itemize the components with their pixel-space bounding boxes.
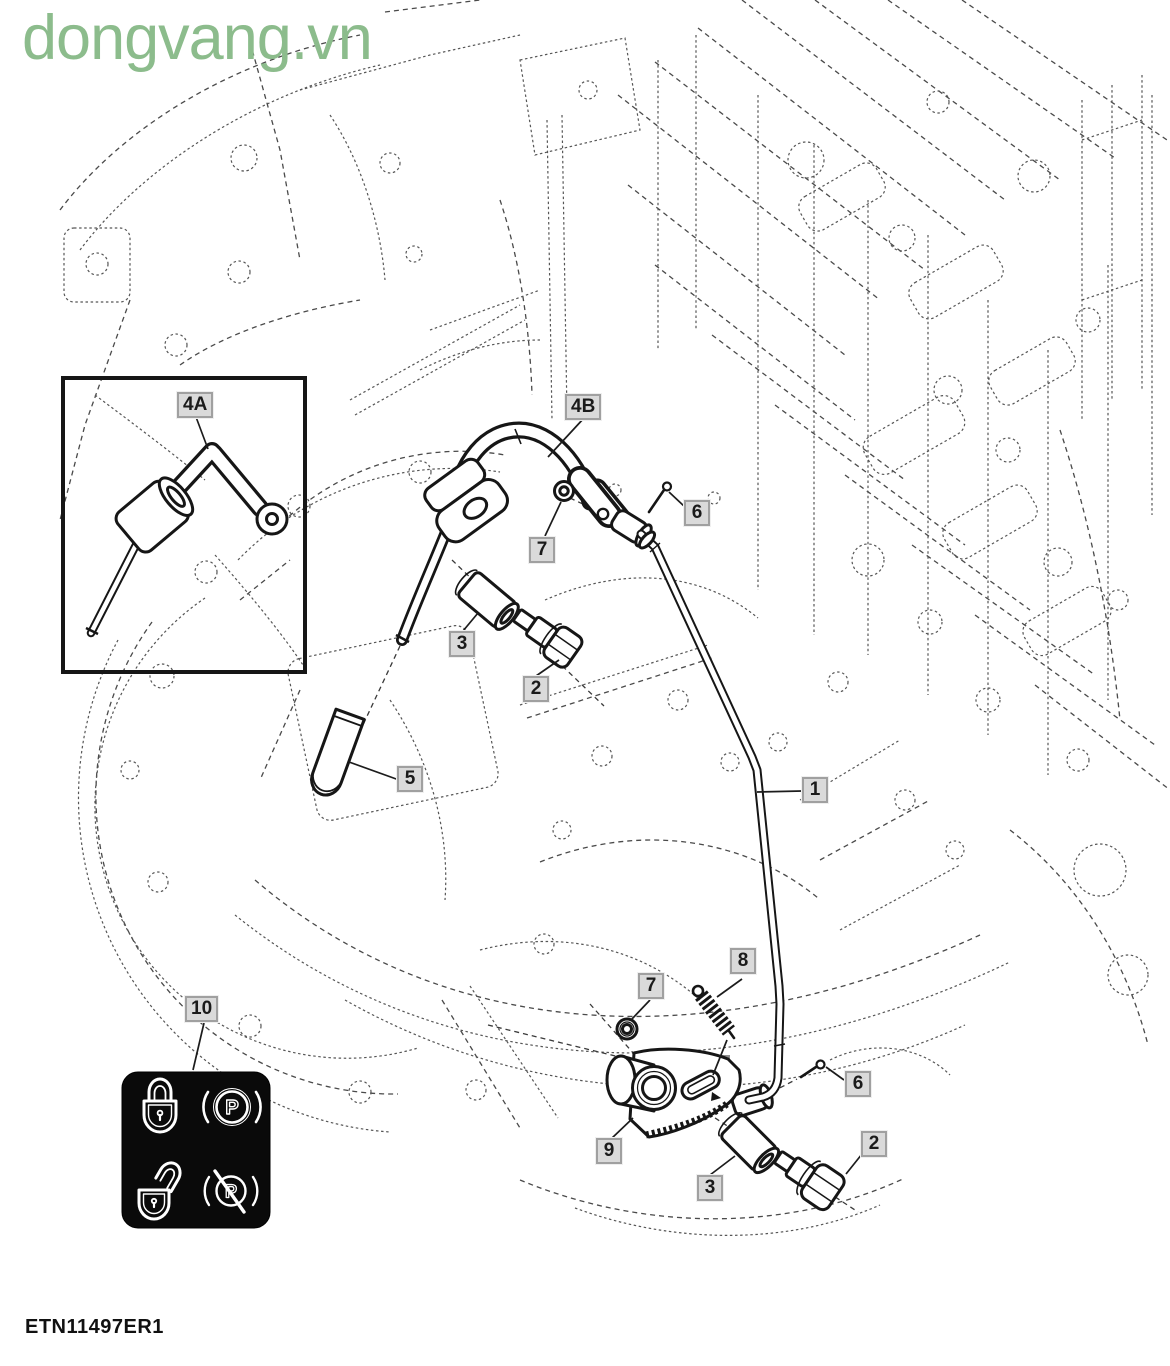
part-spacer-3-upper xyxy=(454,569,520,631)
callout-7-upper: 7 xyxy=(528,536,556,564)
background-engine-drawing xyxy=(59,0,1170,1236)
part-clamp-4b xyxy=(423,457,509,544)
lock-closed-icon xyxy=(142,1077,178,1134)
callout-4b: 4B xyxy=(563,393,603,421)
part-cam-lever-9 xyxy=(605,1047,742,1139)
parts xyxy=(85,421,846,1212)
assembly-axis-lines xyxy=(329,497,859,1213)
callout-8: 8 xyxy=(729,947,757,975)
callout-3-lower: 3 xyxy=(696,1174,724,1202)
callout-7-lower: 7 xyxy=(637,972,665,1000)
callout-5: 5 xyxy=(396,765,424,793)
watermark: dongvang.vn xyxy=(22,3,373,73)
part-lever-4b xyxy=(395,421,634,646)
part-washer-7-lower xyxy=(615,1017,639,1041)
callout-10: 10 xyxy=(183,995,220,1023)
callout-6-upper: 6 xyxy=(683,499,711,527)
leader-lines xyxy=(192,416,863,1176)
part-pin-5 xyxy=(310,707,366,797)
callout-2-lower: 2 xyxy=(860,1130,888,1158)
parking-brake-icon: P xyxy=(202,1088,262,1126)
part-bolt-2-upper xyxy=(512,608,584,669)
part-spring-8 xyxy=(691,984,736,1040)
callout-6-lower: 6 xyxy=(844,1070,872,1098)
part-lever-4a xyxy=(85,442,289,638)
callout-9: 9 xyxy=(595,1137,623,1165)
part-cotter-pin-6-lower xyxy=(799,1059,826,1079)
inset-box-4a xyxy=(61,376,307,674)
callout-4a: 4A xyxy=(175,391,215,419)
callout-2-upper: 2 xyxy=(522,675,550,703)
callout-1: 1 xyxy=(801,776,829,804)
part-washer-7-upper xyxy=(553,480,575,502)
lock-open-icon xyxy=(137,1161,182,1221)
parking-brake-off-icon: P xyxy=(203,1169,259,1214)
figure-code: ETN11497ER1 xyxy=(25,1316,164,1338)
callout-3-upper: 3 xyxy=(448,630,476,658)
decal-10: P P xyxy=(121,1071,271,1229)
part-bolt-2-lower xyxy=(773,1150,846,1212)
part-spacer-3-lower xyxy=(717,1111,781,1175)
parking-brake-letter: P xyxy=(225,1097,238,1119)
part-rod-1 xyxy=(636,529,786,1105)
part-cotter-pin-6-upper xyxy=(647,481,673,514)
